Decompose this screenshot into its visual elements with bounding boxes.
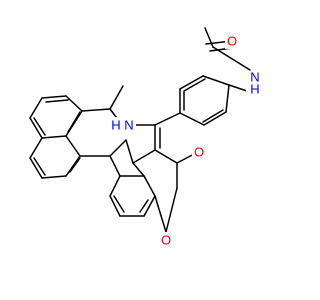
bond: [81, 108, 111, 112]
bond: [183, 78, 206, 92]
bond: [179, 112, 205, 126]
ring-oxygen-label: O: [161, 233, 171, 248]
bond: [109, 85, 124, 110]
bond: [139, 199, 149, 213]
bond: [203, 111, 227, 126]
bond: [154, 195, 167, 233]
bond: [109, 139, 127, 157]
bond-lines: [29, 27, 251, 233]
atom-labels: O N H N H O O: [110, 33, 264, 248]
amide-hydrogen-label: H: [250, 82, 259, 97]
bond: [132, 162, 145, 177]
bond: [29, 117, 43, 139]
bond: [225, 84, 230, 113]
bond: [65, 155, 81, 177]
bond: [41, 95, 67, 99]
bond: [212, 46, 251, 71]
bond: [45, 99, 69, 103]
bond: [204, 27, 214, 48]
bond: [179, 75, 204, 90]
bond: [109, 155, 121, 177]
bond: [154, 149, 178, 164]
bond: [113, 195, 125, 213]
bond: [202, 75, 230, 86]
bond: [69, 157, 81, 173]
bond: [41, 135, 67, 139]
bond: [202, 109, 224, 123]
bond: [154, 112, 181, 126]
bond: [41, 175, 67, 179]
bond: [67, 111, 81, 133]
bond: [165, 187, 178, 233]
bond: [109, 175, 121, 197]
ring-nitrogen-label: N: [124, 118, 133, 133]
bond: [109, 195, 121, 217]
bond: [143, 175, 156, 197]
lactone-carbonyl-oxygen-label: O: [194, 145, 204, 160]
bond: [143, 195, 156, 217]
ring-hydrogen-label: H: [111, 118, 120, 133]
bond: [228, 84, 248, 92]
bond: [33, 157, 46, 176]
bond: [65, 95, 83, 112]
amide-oxygen-label: O: [227, 34, 237, 49]
bond: [125, 139, 134, 164]
bond: [132, 149, 156, 164]
bond: [29, 97, 43, 119]
bond: [65, 135, 81, 157]
bond: [29, 137, 43, 159]
bond: [33, 117, 46, 136]
bond: [29, 157, 43, 179]
molecule-structure: O N H N H O O: [29, 27, 264, 248]
amide-nitrogen-label: N: [250, 70, 259, 85]
